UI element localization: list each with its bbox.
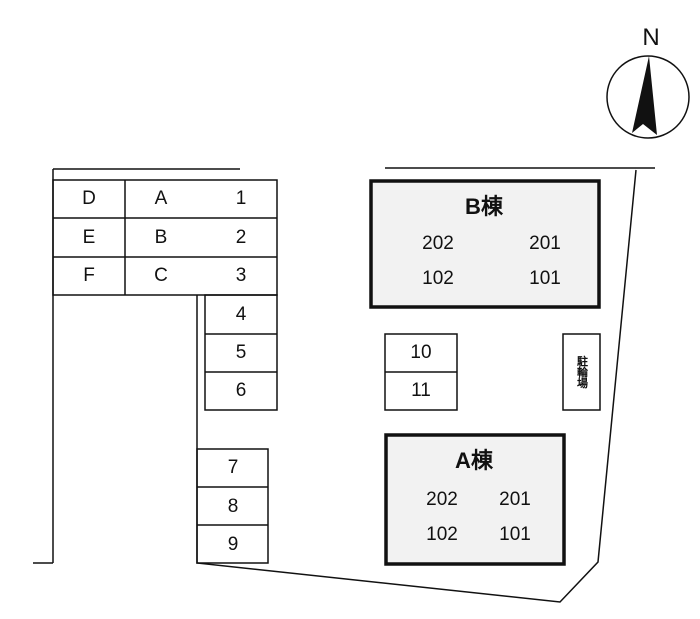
parking-space: 11 <box>411 380 431 401</box>
parking-space: 5 <box>235 342 247 363</box>
unit-label: 101 <box>529 268 561 289</box>
building-b <box>369 179 601 309</box>
parking-space: 10 <box>410 342 432 363</box>
parking-space: E <box>82 227 96 248</box>
bicycle-parking-box <box>562 333 601 411</box>
compass-north-label: N <box>642 24 660 51</box>
parking-space: 7 <box>227 457 239 478</box>
unit-label: 201 <box>499 489 531 510</box>
building-a <box>384 433 566 566</box>
parking-block-7-9 <box>196 448 269 564</box>
unit-label: 202 <box>422 233 454 254</box>
parking-space: 8 <box>227 496 239 517</box>
parking-space: B <box>154 227 168 248</box>
parking-space: 1 <box>235 188 247 209</box>
parking-space: C <box>154 265 168 286</box>
unit-label: 201 <box>529 233 561 254</box>
parking-space: 9 <box>227 534 239 555</box>
unit-label: 102 <box>426 524 458 545</box>
unit-label: 101 <box>499 524 531 545</box>
north-compass-icon <box>606 55 690 139</box>
unit-label: 102 <box>422 268 454 289</box>
unit-label: 202 <box>426 489 458 510</box>
bicycle-parking-label: 駐輪場 <box>575 355 588 389</box>
parking-space: 4 <box>235 304 247 325</box>
parking-space: F <box>83 265 95 286</box>
parking-block-left <box>52 179 278 296</box>
parking-space: 6 <box>235 380 247 401</box>
parking-block-4-6 <box>204 294 278 411</box>
parking-space: 2 <box>235 227 247 248</box>
building-b-title: B棟 <box>465 194 503 219</box>
parking-space: D <box>82 188 96 209</box>
building-a-title: A棟 <box>455 448 493 473</box>
parking-space: 3 <box>235 265 247 286</box>
parking-space: A <box>154 188 168 209</box>
